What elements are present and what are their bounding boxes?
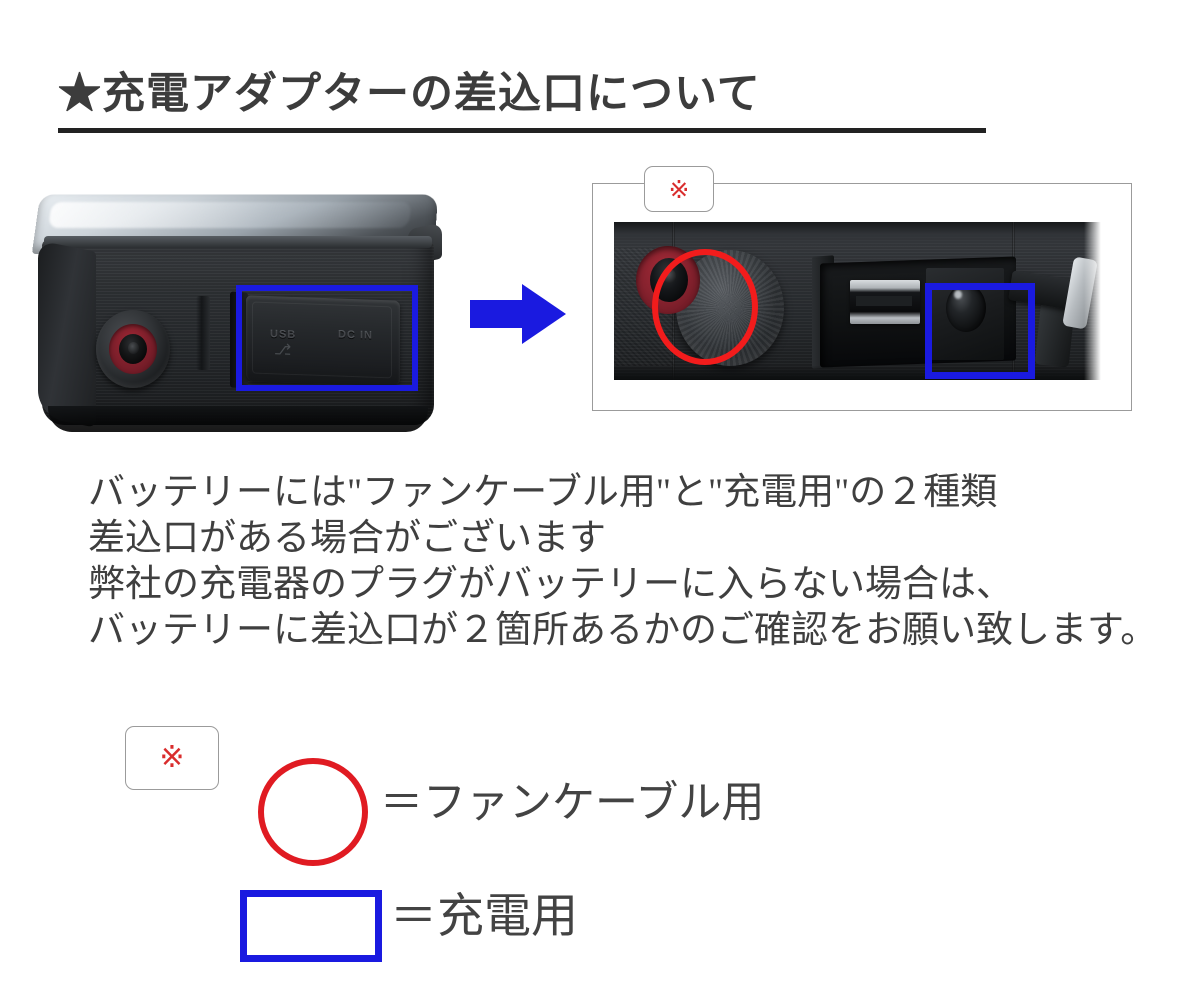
usb-port-tongue bbox=[856, 296, 912, 306]
battery-edge-lip bbox=[44, 236, 432, 248]
legend-label-fan-cable: ＝ファンケーブル用 bbox=[380, 780, 765, 827]
legend-label-charging: ＝充電用 bbox=[390, 891, 578, 943]
body-line-4: バッテリーに差込口が２箇所あるかのご確認をお願い致します。 bbox=[88, 610, 1158, 651]
body-line-2: 差込口がある場合がございます bbox=[88, 518, 606, 559]
blue-highlight-rect-left-photo bbox=[236, 285, 418, 391]
battery-top-highlight bbox=[48, 202, 412, 228]
body-paragraph: バッテリーには"ファンケーブル用"と"充電用"の２種類 差込口がある場合がござい… bbox=[88, 470, 1158, 654]
legend-red-circle-swatch bbox=[258, 758, 368, 866]
red-highlight-circle-zoom bbox=[652, 249, 758, 365]
page-title: ★充電アダプターの差込口について bbox=[58, 71, 761, 118]
note-badge-top: ※ bbox=[644, 166, 714, 212]
title-underline-rule bbox=[58, 128, 986, 133]
blue-highlight-rect-zoom bbox=[925, 283, 1035, 379]
battery-groove bbox=[196, 296, 210, 370]
port-center-pin bbox=[128, 342, 139, 354]
right-arrow-icon bbox=[470, 282, 566, 346]
note-badge-legend: ※ bbox=[125, 726, 219, 790]
body-line-1: バッテリーには"ファンケーブル用"と"充電用"の２種類 bbox=[88, 472, 998, 513]
dc-jack-specular-highlight bbox=[954, 290, 962, 299]
battery-bottom-shadow bbox=[48, 406, 428, 432]
zoom-top-rail bbox=[614, 222, 1110, 248]
body-line-3: 弊社の充電器のプラグがバッテリーに入らない場合は、 bbox=[88, 564, 1013, 605]
dc-charging-jack-zoom bbox=[946, 284, 986, 332]
zoom-right-fade bbox=[1084, 222, 1110, 380]
battery-left-face bbox=[38, 240, 96, 428]
legend-blue-rect-swatch bbox=[240, 890, 382, 962]
title-block: ★充電アダプターの差込口について bbox=[58, 72, 1018, 117]
note-symbol-icon: ※ bbox=[159, 740, 185, 775]
note-symbol-icon: ※ bbox=[668, 174, 690, 204]
zoom-bottom-rail bbox=[614, 366, 1110, 380]
